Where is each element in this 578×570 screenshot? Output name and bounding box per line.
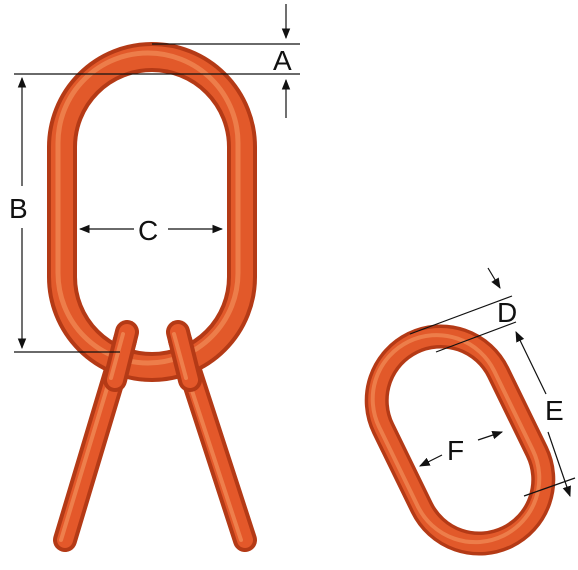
dimension-d: D bbox=[409, 267, 517, 353]
sub-link-tops bbox=[103, 320, 202, 392]
dimension-a: A bbox=[152, 4, 300, 118]
label-e: E bbox=[545, 395, 564, 426]
dimension-b: B bbox=[9, 73, 152, 353]
single-link-ring bbox=[364, 324, 556, 556]
dimension-c: C bbox=[78, 215, 224, 246]
master-link-ring bbox=[47, 42, 257, 382]
dimension-f: F bbox=[419, 430, 504, 467]
label-a: A bbox=[273, 45, 292, 76]
dimension-e: E bbox=[515, 331, 576, 498]
master-link-assembly bbox=[47, 42, 257, 552]
label-f: F bbox=[447, 435, 464, 466]
label-c: C bbox=[138, 215, 158, 246]
label-b: B bbox=[9, 193, 28, 224]
label-d: D bbox=[497, 297, 517, 328]
